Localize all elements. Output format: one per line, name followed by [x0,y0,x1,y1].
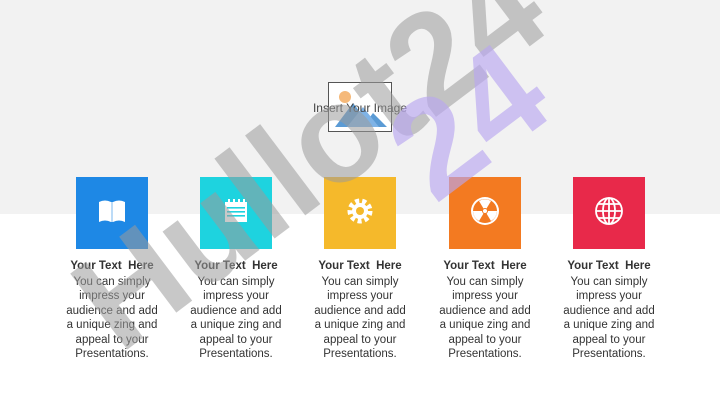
feature-description-line: You can simply [321,276,399,288]
feature-description-line: a unique zing and [66,319,158,332]
feature-description-line: impress your [203,290,269,303]
feature-title: Your Text Here [567,260,651,272]
feature-description-line: appeal to your [199,333,273,346]
gear-icon [344,195,376,232]
feature-description-line: impress your [452,290,518,303]
feature-description-line: Presentations. [448,348,522,361]
feature-description-line: a unique zing and [563,319,655,332]
feature-title: Your Text Here [194,260,278,272]
feature-description-line: Presentations. [199,348,273,361]
globe-icon [593,195,625,232]
feature-description-line: audience and add [314,304,406,317]
feature-tile [200,177,272,249]
feature-description-line: Presentations. [323,348,397,361]
feature-description-line: appeal to your [572,333,646,346]
feature-description-line: impress your [327,290,393,303]
radiation-icon [469,195,501,232]
image-placeholder[interactable] [328,82,392,132]
feature-description-line: audience and add [66,304,158,317]
feature-description-line: a unique zing and [190,319,282,332]
book-icon [97,198,127,229]
feature-description-line: You can simply [446,276,524,288]
feature-tile [573,177,645,249]
feature-description-line: impress your [576,290,642,303]
feature-description-line: a unique zing and [314,319,406,332]
image-icon [333,87,389,129]
notepad-icon [222,197,250,230]
feature-description-line: appeal to your [448,333,522,346]
feature-description-line: audience and add [190,304,282,317]
feature-description-line: appeal to your [323,333,397,346]
feature-description-line: audience and add [563,304,655,317]
feature-description-line: Presentations. [572,348,646,361]
feature-title: Your Text Here [443,260,527,272]
image-placeholder-label: Insert Your Image [312,101,408,115]
feature-description-line: audience and add [439,304,531,317]
feature-description-line: You can simply [73,276,151,288]
feature-title: Your Text Here [318,260,402,272]
feature-description-line: You can simply [570,276,648,288]
feature-tile [449,177,521,249]
feature-description-line: appeal to your [75,333,149,346]
feature-tile [324,177,396,249]
feature-tile [76,177,148,249]
feature-title: Your Text Here [70,260,154,272]
feature-description-line: impress your [79,290,145,303]
feature-description-line: a unique zing and [439,319,531,332]
feature-description-line: Presentations. [75,348,149,361]
feature-description-line: You can simply [197,276,275,288]
